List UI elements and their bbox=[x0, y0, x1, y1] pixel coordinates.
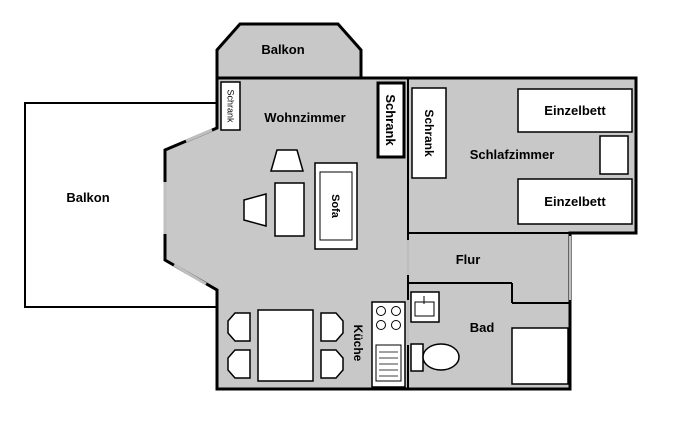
stove-burner-1 bbox=[376, 306, 386, 316]
washbasin-bowl bbox=[414, 301, 435, 317]
toilet-tank bbox=[410, 343, 424, 372]
schrank-bedroom-label: Schrank bbox=[422, 109, 436, 157]
sofa bbox=[314, 162, 358, 250]
chair-right-bottom bbox=[320, 349, 344, 379]
bay-window-bottom bbox=[173, 263, 207, 286]
wohnzimmer-label: Wohnzimmer bbox=[264, 110, 345, 125]
kueche-label: Küche bbox=[351, 325, 365, 362]
schlafzimmer-label: Schlafzimmer bbox=[470, 147, 555, 162]
bed-top bbox=[517, 88, 633, 133]
bed-bottom bbox=[517, 178, 633, 225]
balkon-left-label: Balkon bbox=[66, 190, 109, 205]
armchair-left bbox=[243, 193, 267, 227]
chair-right-top bbox=[320, 312, 344, 342]
flur-label: Flur bbox=[456, 252, 481, 267]
stove-burner-4 bbox=[391, 320, 401, 330]
shower-tray bbox=[511, 327, 569, 385]
chair-left-top bbox=[227, 312, 251, 342]
bed-bottom-label: Einzelbett bbox=[544, 194, 606, 209]
coffee-table bbox=[274, 182, 305, 237]
sofa-label: Sofa bbox=[329, 194, 341, 219]
schrank-living-label: Schrank bbox=[383, 94, 398, 146]
nightstand bbox=[599, 135, 629, 175]
bed-top-label: Einzelbett bbox=[544, 103, 606, 118]
sofa-seat bbox=[319, 171, 353, 241]
schrank-small bbox=[220, 81, 241, 131]
stove-burner-3 bbox=[376, 320, 386, 330]
schrank-small-label: Schrank bbox=[226, 89, 236, 123]
bay-window-top bbox=[185, 128, 213, 143]
schrank-living bbox=[376, 81, 406, 159]
bad-label: Bad bbox=[470, 320, 495, 335]
kitchen-sink bbox=[375, 344, 402, 382]
dining-table bbox=[257, 309, 314, 382]
balkon-top-label: Balkon bbox=[261, 42, 304, 57]
stove-burner-2 bbox=[391, 306, 401, 316]
toilet-bowl bbox=[422, 343, 460, 371]
schrank-bedroom bbox=[411, 87, 447, 179]
chair-left-bottom bbox=[227, 349, 251, 379]
armchair-top bbox=[270, 149, 304, 172]
